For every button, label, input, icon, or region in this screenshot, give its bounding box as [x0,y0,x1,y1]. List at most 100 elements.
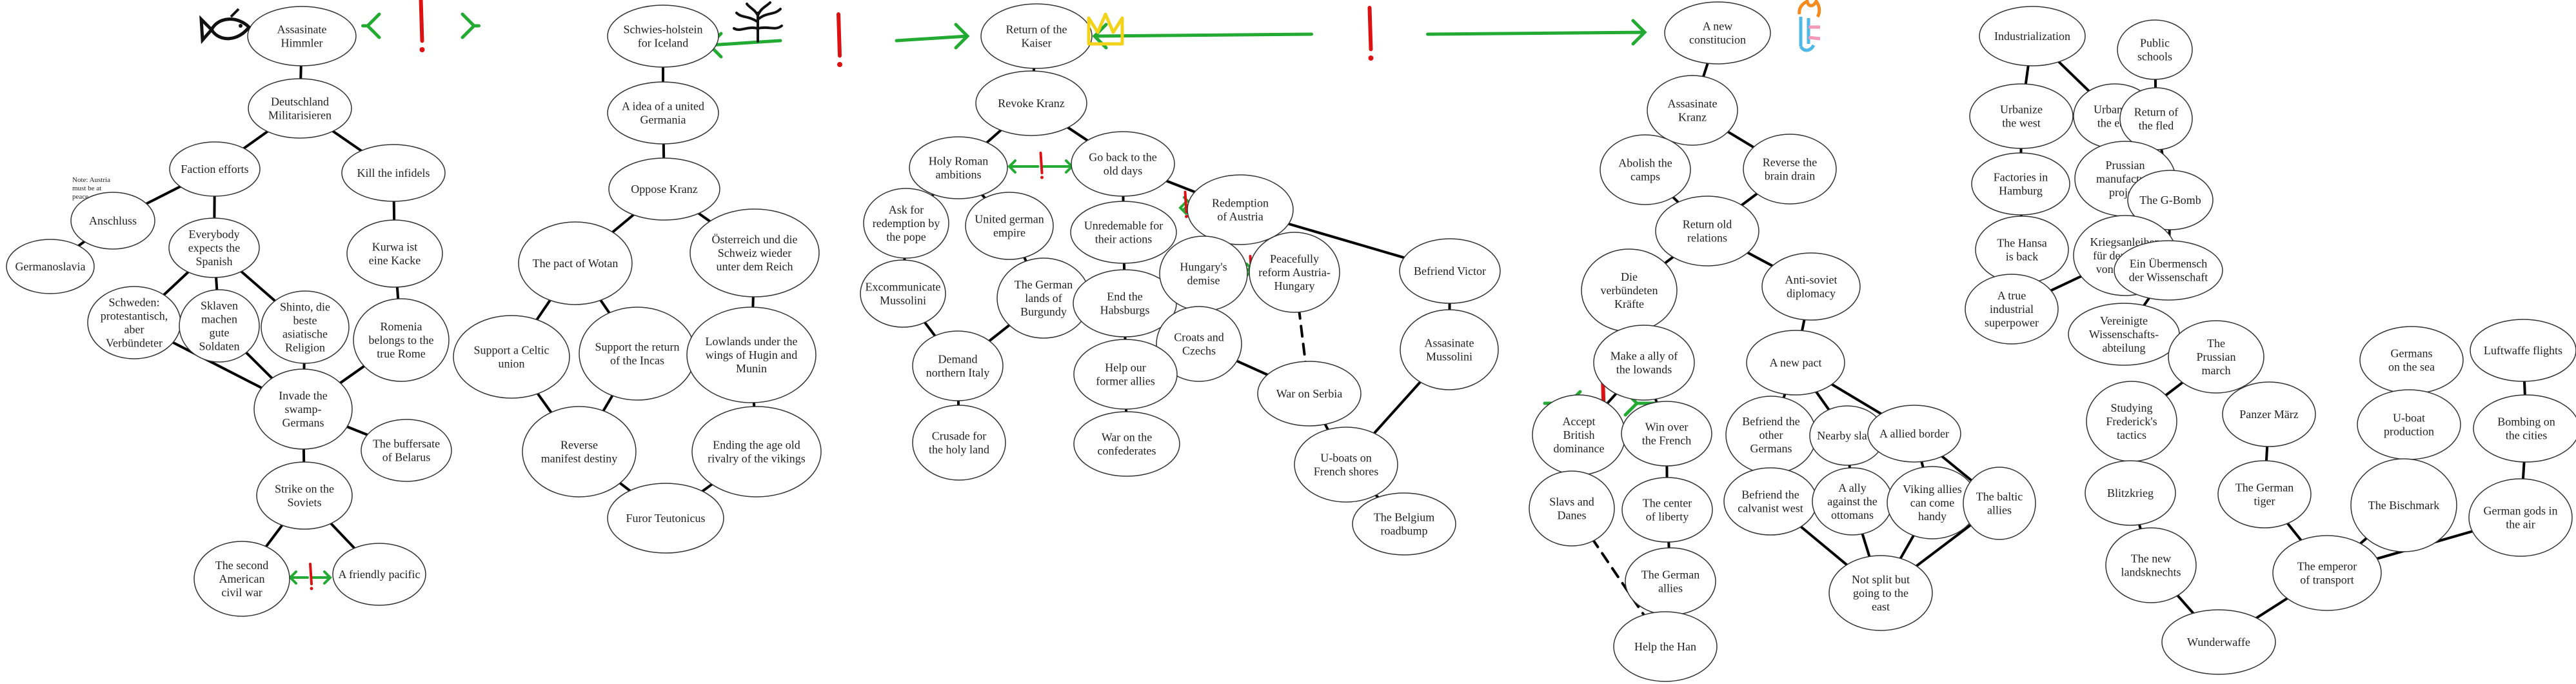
focus-node[interactable]: A new pact [1746,330,1845,396]
focus-node[interactable]: Help the Han [1613,611,1718,682]
focus-node[interactable]: Furor Teutonicus [607,483,724,554]
focus-node[interactable]: Wunderwaffe [2161,609,2276,675]
focus-node[interactable]: Panzer März [2222,381,2316,447]
focus-node[interactable]: War on Serbia [1257,361,1362,427]
focus-node[interactable]: The G-Bomb [2127,170,2214,230]
focus-node[interactable]: Kill the infidels [341,144,446,202]
focus-node[interactable]: Oppose Kranz [608,157,720,221]
focus-node-label: Germanoslavia [15,260,86,273]
focus-node[interactable]: Anschluss [70,192,155,250]
focus-node[interactable]: Blitzkrieg [2085,460,2176,526]
focus-node[interactable]: A allied border [1867,405,1961,463]
focus-node[interactable]: Faction efforts [169,141,261,197]
focus-node[interactable]: Revoke Kranz [975,70,1087,136]
focus-node[interactable]: A friendly pacific [332,543,426,606]
focus-node[interactable]: The pact of Wotan [518,221,633,305]
focus-node[interactable]: Luftwaffe flights [2470,319,2576,382]
focus-node-ellipse [980,3,1093,69]
focus-node[interactable]: Befriend Victor [1399,238,1501,304]
focus-node[interactable]: Germanoslavia [6,239,95,294]
focus-node[interactable]: Industrialization [1979,6,2086,66]
focus-node[interactable]: Nearby slavs [1809,405,1885,466]
focus-node[interactable]: The Bischmark [2350,458,2457,552]
